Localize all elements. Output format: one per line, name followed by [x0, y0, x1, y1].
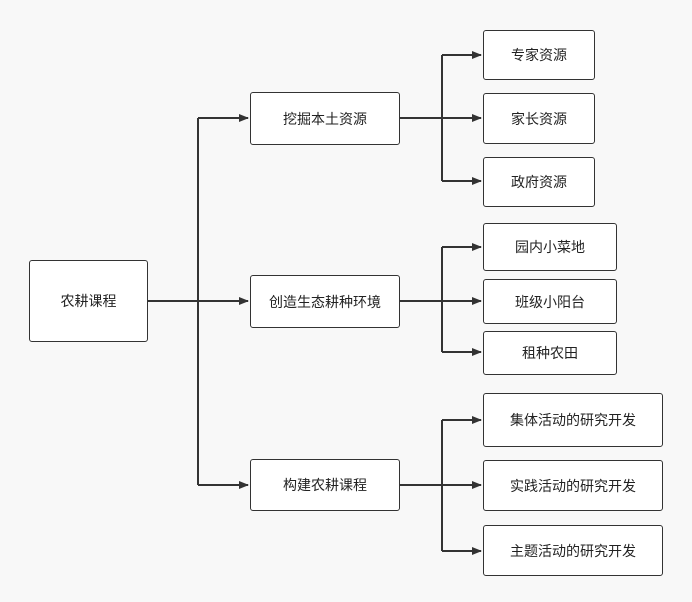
leaf-node-3-1[interactable]: 集体活动的研究开发 — [483, 393, 663, 447]
branch-node-1[interactable]: 挖掘本土资源 — [250, 92, 400, 145]
leaf-node-3-2[interactable]: 实践活动的研究开发 — [483, 460, 663, 511]
root-node[interactable]: 农耕课程 — [29, 260, 148, 342]
leaf-node-1-1[interactable]: 专家资源 — [483, 30, 595, 80]
leaf-node-2-2[interactable]: 班级小阳台 — [483, 279, 617, 324]
leaf-node-2-3[interactable]: 租种农田 — [483, 331, 617, 375]
leaf-node-1-2[interactable]: 家长资源 — [483, 93, 595, 144]
branch-node-3[interactable]: 构建农耕课程 — [250, 459, 400, 511]
branch-node-2[interactable]: 创造生态耕种环境 — [250, 275, 400, 328]
leaf-node-2-1[interactable]: 园内小菜地 — [483, 223, 617, 271]
leaf-node-3-3[interactable]: 主题活动的研究开发 — [483, 525, 663, 576]
leaf-node-1-3[interactable]: 政府资源 — [483, 157, 595, 207]
